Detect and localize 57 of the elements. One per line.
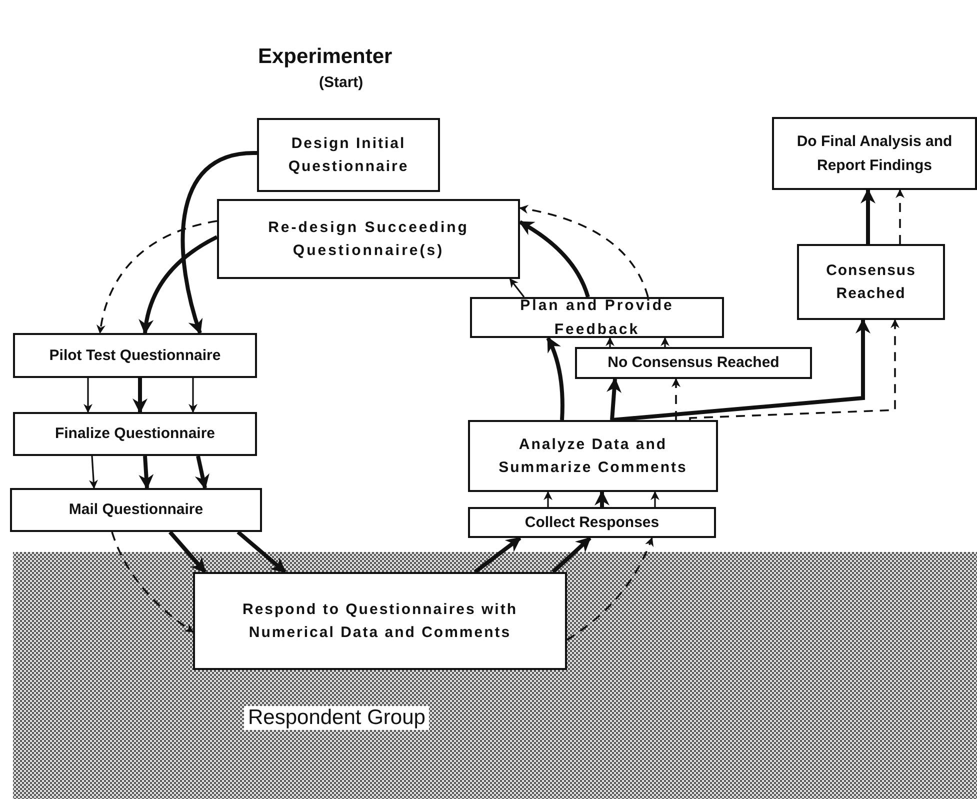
process-box [575,347,812,379]
arrow [236,530,286,574]
box-text: Plan and Provide Feedback [519,296,675,340]
arrow [509,278,525,298]
box-text: Do Final Analysis and Report Findings [796,132,954,176]
process-box [193,572,567,670]
arrow [860,188,876,244]
start-note: (Start) [319,74,364,91]
arrow [89,456,98,489]
arrow [139,235,218,334]
arrow [650,491,660,507]
process-box [468,420,718,492]
process-box [217,199,520,279]
process-box [13,333,257,378]
box-text: Mail Questionnaire [68,500,204,520]
arrow [168,530,206,574]
arrow [546,336,564,420]
arrow [96,220,218,334]
process-box [470,297,724,338]
arrow [84,378,92,413]
box-text: No Consensus Reached [608,353,780,374]
arrow [138,456,154,490]
arrow [566,537,654,641]
process-box [468,507,716,538]
diagram-title: Experimenter [258,45,392,69]
process-box [257,118,440,192]
arrow [132,378,148,414]
arrow [594,490,610,507]
process-box [13,412,257,456]
process-box [772,117,977,190]
arrow [672,378,680,420]
box-text: Consensus Reached [825,260,917,304]
arrow [689,319,900,420]
box-text: Respond to Questionnaires with Numerical Data and Comments [241,600,519,643]
arrow [606,337,614,347]
arrow [896,189,904,244]
box-text: Re-design Succeeding Questionnaire(s) [267,218,470,261]
arrow [612,318,870,422]
arrow [518,220,590,298]
process-box [797,244,945,320]
arrow [474,536,522,574]
group-label: Respondent Group [244,706,430,730]
arrow [194,456,210,490]
arrow [544,491,552,507]
arrow [606,378,622,420]
arrow [660,337,670,347]
box-text: Pilot Test Questionnaire [49,346,221,366]
process-box [10,488,262,532]
arrow [519,205,649,298]
box-text: Analyze Data and Summarize Comments [498,434,688,478]
box-text: Collect Responses [524,512,660,533]
arrow [552,536,592,574]
arrow [111,532,194,633]
box-text: Design Initial Questionnaire [287,134,410,177]
box-text: Finalize Questionnaire [54,424,216,444]
arrow [188,378,198,413]
arrow [180,151,258,334]
